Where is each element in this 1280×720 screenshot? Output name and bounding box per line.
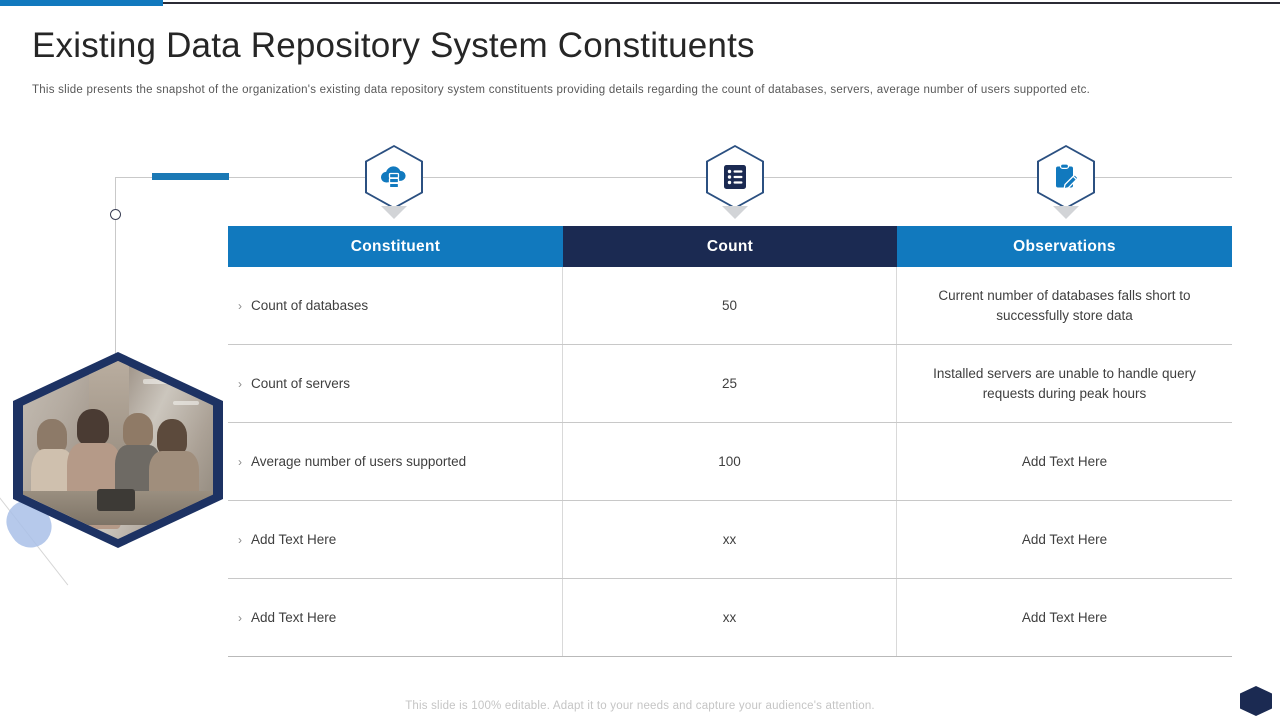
constituents-table: Constituent Count Observations › Count o… bbox=[228, 226, 1232, 657]
table-row: › Average number of users supported 100 … bbox=[228, 423, 1232, 501]
checklist-icon bbox=[708, 147, 762, 207]
cell-count: xx bbox=[563, 501, 897, 578]
cell-count: 25 bbox=[563, 345, 897, 422]
cell-observation: Add Text Here bbox=[1021, 531, 1108, 547]
chevron-right-icon: › bbox=[238, 610, 242, 625]
cloud-database-icon bbox=[367, 147, 421, 207]
cell-constituent: › Count of servers bbox=[228, 345, 563, 422]
cell-count: 50 bbox=[563, 267, 897, 344]
connector-vertical-line bbox=[115, 177, 116, 497]
constituent-label: Count of databases bbox=[251, 298, 369, 313]
chevron-right-icon: › bbox=[238, 376, 242, 391]
cell-constituent: › Add Text Here bbox=[228, 579, 563, 656]
chevron-right-icon: › bbox=[238, 298, 242, 313]
hex-icon-observations bbox=[1037, 145, 1095, 209]
constituent-label: Average number of users supported bbox=[251, 454, 467, 469]
constituent-label: Add Text Here bbox=[251, 532, 337, 547]
hex-arrow-2 bbox=[722, 206, 748, 219]
table-row: › Count of servers 25 Installed servers … bbox=[228, 345, 1232, 423]
chevron-right-icon: › bbox=[238, 532, 242, 547]
constituent-label: Count of servers bbox=[251, 376, 351, 391]
page-title: Existing Data Repository System Constitu… bbox=[32, 26, 755, 65]
hex-icon-constituent bbox=[365, 145, 423, 209]
hex-arrow-1 bbox=[381, 206, 407, 219]
top-accent-rule bbox=[163, 2, 1280, 4]
table-row: › Add Text Here xx Add Text Here bbox=[228, 579, 1232, 657]
column-header-constituent: Constituent bbox=[228, 226, 563, 267]
cell-count: 100 bbox=[563, 423, 897, 500]
top-accent-bar-blue bbox=[0, 0, 163, 6]
connector-dot bbox=[110, 209, 121, 220]
cell-observation: Installed servers are unable to handle q… bbox=[933, 365, 1196, 401]
team-photo-hexagon bbox=[13, 352, 223, 548]
table-header-row: Constituent Count Observations bbox=[228, 226, 1232, 267]
constituent-label: Add Text Here bbox=[251, 610, 337, 625]
footer-note: This slide is 100% editable. Adapt it to… bbox=[405, 700, 875, 712]
table-row: › Count of databases 50 Current number o… bbox=[228, 267, 1232, 345]
cell-constituent: › Add Text Here bbox=[228, 501, 563, 578]
chevron-right-icon: › bbox=[238, 454, 242, 469]
accent-segment-bar bbox=[152, 173, 229, 180]
page-subtitle: This slide presents the snapshot of the … bbox=[32, 84, 1091, 96]
cell-constituent: › Count of databases bbox=[228, 267, 563, 344]
cell-observation: Current number of databases falls short … bbox=[938, 287, 1191, 323]
hexagon-logo bbox=[1240, 686, 1272, 716]
column-header-count: Count bbox=[563, 226, 897, 267]
cell-constituent: › Average number of users supported bbox=[228, 423, 563, 500]
table-row: › Add Text Here xx Add Text Here bbox=[228, 501, 1232, 579]
hex-arrow-3 bbox=[1053, 206, 1079, 219]
hex-icon-count bbox=[706, 145, 764, 209]
cell-observation: Add Text Here bbox=[1021, 453, 1108, 469]
column-header-observations: Observations bbox=[897, 226, 1232, 267]
clipboard-pencil-icon bbox=[1039, 147, 1093, 207]
cell-observation: Add Text Here bbox=[1021, 609, 1108, 625]
cell-count: xx bbox=[563, 579, 897, 656]
connector-horizontal-line bbox=[115, 177, 1232, 178]
